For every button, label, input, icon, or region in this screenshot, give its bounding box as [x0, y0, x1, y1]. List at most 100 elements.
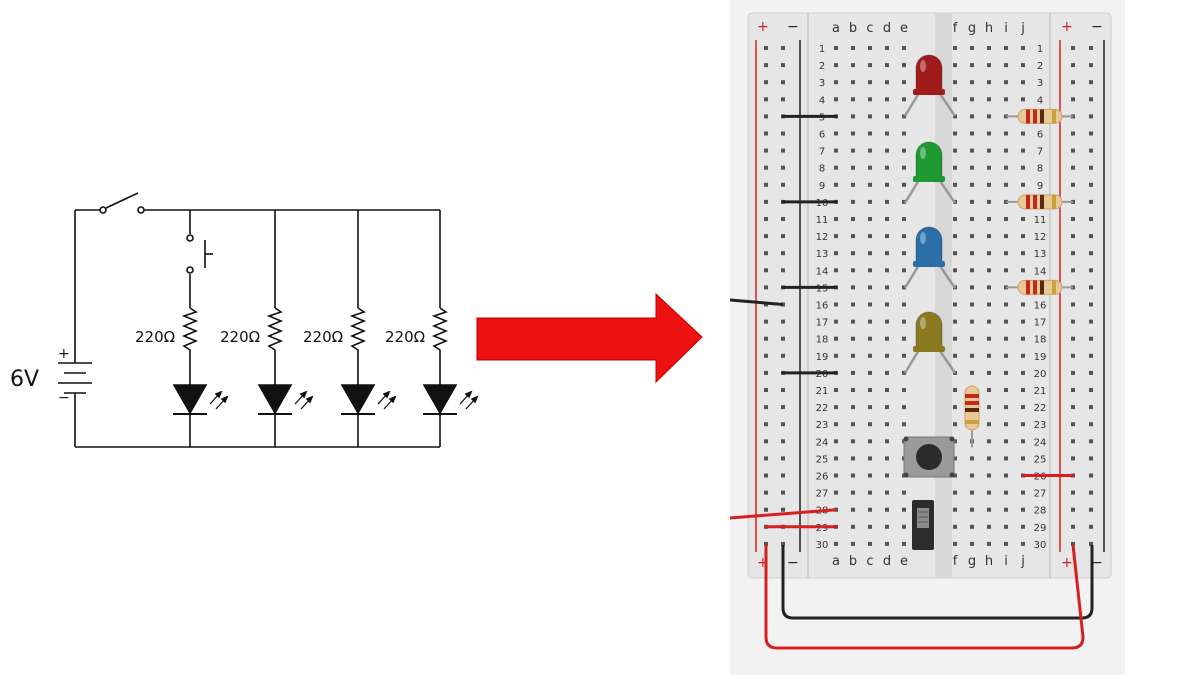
breadboard-hole[interactable]: [851, 507, 855, 512]
rail-hole[interactable]: [764, 319, 768, 324]
led-body[interactable]: [915, 54, 943, 93]
breadboard-hole[interactable]: [851, 63, 855, 68]
breadboard-hole[interactable]: [834, 456, 838, 461]
breadboard-hole[interactable]: [902, 353, 906, 358]
breadboard-hole[interactable]: [987, 353, 991, 358]
breadboard-hole[interactable]: [1021, 302, 1025, 307]
breadboard-hole[interactable]: [885, 336, 889, 341]
breadboard-hole[interactable]: [902, 302, 906, 307]
rail-hole[interactable]: [764, 473, 768, 478]
breadboard-hole[interactable]: [834, 388, 838, 392]
breadboard-hole[interactable]: [902, 148, 906, 153]
breadboard-hole[interactable]: [902, 422, 906, 427]
breadboard-hole[interactable]: [953, 405, 957, 410]
breadboard-hole[interactable]: [834, 490, 838, 495]
breadboard-hole[interactable]: [885, 302, 889, 307]
breadboard-hole[interactable]: [1004, 217, 1008, 221]
rail-hole[interactable]: [764, 439, 768, 444]
breadboard-hole[interactable]: [987, 405, 991, 410]
breadboard-hole[interactable]: [902, 165, 906, 170]
breadboard-hole[interactable]: [970, 182, 974, 187]
breadboard-hole[interactable]: [1021, 439, 1025, 444]
breadboard-hole[interactable]: [868, 234, 872, 239]
breadboard-hole[interactable]: [902, 405, 906, 410]
breadboard-hole[interactable]: [851, 251, 855, 256]
breadboard-hole[interactable]: [851, 388, 855, 392]
rail-hole[interactable]: [1089, 182, 1093, 187]
rail-hole[interactable]: [1089, 63, 1093, 68]
breadboard-hole[interactable]: [851, 46, 855, 50]
breadboard-hole[interactable]: [970, 165, 974, 170]
breadboard-hole[interactable]: [1004, 182, 1008, 187]
breadboard-hole[interactable]: [885, 388, 889, 392]
breadboard-hole[interactable]: [885, 473, 889, 478]
rail-hole[interactable]: [781, 234, 785, 239]
breadboard-hole[interactable]: [885, 490, 889, 495]
rail-hole[interactable]: [1071, 182, 1075, 187]
rail-hole[interactable]: [781, 490, 785, 495]
breadboard-hole[interactable]: [868, 302, 872, 307]
rail-hole[interactable]: [1089, 439, 1093, 444]
rail-hole[interactable]: [764, 165, 768, 170]
rail-hole[interactable]: [1071, 268, 1075, 273]
breadboard-hole[interactable]: [1004, 336, 1008, 341]
breadboard-hole[interactable]: [851, 524, 855, 529]
breadboard-hole[interactable]: [834, 405, 838, 410]
breadboard-hole[interactable]: [1021, 268, 1025, 273]
breadboard-hole[interactable]: [834, 353, 838, 358]
breadboard-hole[interactable]: [885, 199, 889, 204]
breadboard-hole[interactable]: [1004, 456, 1008, 461]
rail-hole[interactable]: [1089, 422, 1093, 427]
breadboard-hole[interactable]: [851, 405, 855, 410]
breadboard-hole[interactable]: [834, 131, 838, 136]
breadboard-hole[interactable]: [1004, 319, 1008, 324]
breadboard-hole[interactable]: [902, 80, 906, 85]
breadboard-hole[interactable]: [987, 507, 991, 512]
breadboard-hole[interactable]: [953, 388, 957, 392]
rail-hole[interactable]: [764, 507, 768, 512]
breadboard-hole[interactable]: [885, 97, 889, 102]
breadboard-hole[interactable]: [987, 199, 991, 204]
breadboard-hole[interactable]: [1004, 80, 1008, 85]
breadboard-hole[interactable]: [868, 148, 872, 153]
slide-switch-knob[interactable]: [917, 508, 929, 528]
breadboard-hole[interactable]: [953, 456, 957, 461]
rail-hole[interactable]: [1089, 97, 1093, 102]
breadboard-hole[interactable]: [970, 319, 974, 324]
breadboard-hole[interactable]: [868, 319, 872, 324]
breadboard-hole[interactable]: [987, 524, 991, 529]
breadboard-hole[interactable]: [885, 114, 889, 119]
breadboard-hole[interactable]: [970, 131, 974, 136]
breadboard-hole[interactable]: [953, 353, 957, 358]
breadboard-hole[interactable]: [970, 353, 974, 358]
breadboard-hole[interactable]: [987, 46, 991, 50]
breadboard-hole[interactable]: [953, 268, 957, 273]
breadboard-hole[interactable]: [851, 114, 855, 119]
breadboard-hole[interactable]: [834, 319, 838, 324]
rail-hole[interactable]: [1089, 80, 1093, 85]
rail-hole[interactable]: [764, 456, 768, 461]
rail-hole[interactable]: [1089, 507, 1093, 512]
breadboard-hole[interactable]: [834, 217, 838, 221]
breadboard-hole[interactable]: [1021, 131, 1025, 136]
breadboard-hole[interactable]: [953, 80, 957, 85]
breadboard-hole[interactable]: [885, 456, 889, 461]
rail-hole[interactable]: [764, 63, 768, 68]
rail-hole[interactable]: [1089, 148, 1093, 153]
breadboard-hole[interactable]: [970, 490, 974, 495]
breadboard-hole[interactable]: [902, 217, 906, 221]
breadboard-hole[interactable]: [851, 302, 855, 307]
breadboard-hole[interactable]: [851, 217, 855, 221]
rail-hole[interactable]: [764, 336, 768, 341]
breadboard-hole[interactable]: [953, 541, 957, 546]
breadboard-hole[interactable]: [1004, 422, 1008, 427]
breadboard-hole[interactable]: [970, 285, 974, 290]
breadboard-hole[interactable]: [902, 234, 906, 239]
rail-hole[interactable]: [781, 131, 785, 136]
breadboard-hole[interactable]: [834, 46, 838, 50]
breadboard-hole[interactable]: [834, 268, 838, 273]
breadboard-hole[interactable]: [902, 97, 906, 102]
breadboard-hole[interactable]: [1004, 353, 1008, 358]
breadboard-hole[interactable]: [885, 182, 889, 187]
rail-hole[interactable]: [781, 217, 785, 221]
